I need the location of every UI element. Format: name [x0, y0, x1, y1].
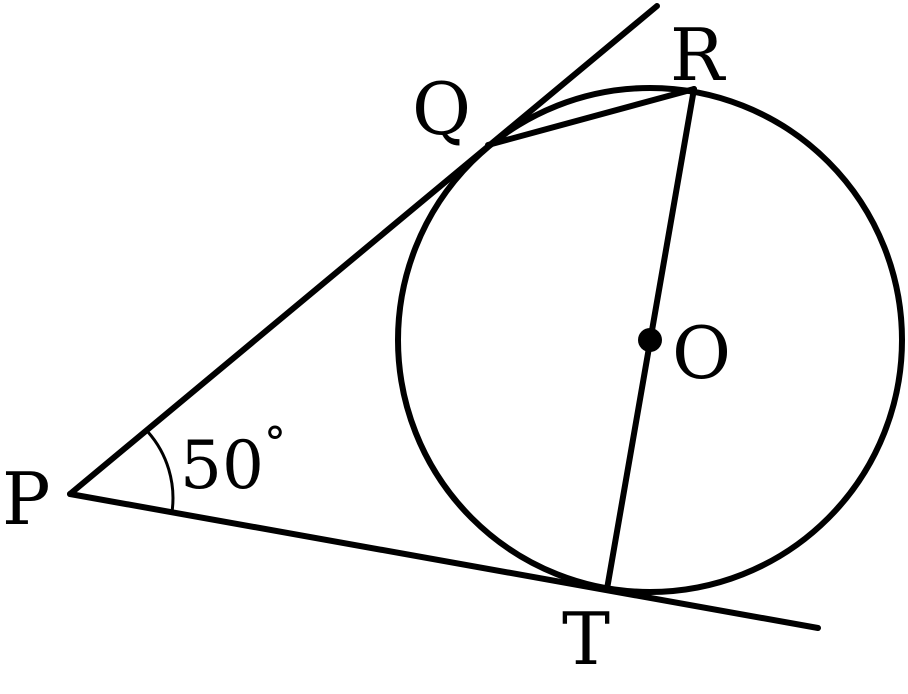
tangent-line-pt	[67, 491, 821, 631]
label-q: Q	[412, 67, 471, 151]
center-point-o	[638, 328, 662, 352]
tangent-line-pq	[67, 3, 660, 497]
chord-qr	[485, 86, 697, 148]
circle	[395, 85, 905, 595]
label-o: O	[672, 311, 731, 395]
label-t: T	[562, 597, 610, 681]
angle-unit: °	[264, 418, 286, 469]
angle-label-p: 50°	[180, 418, 286, 504]
angle-value: 50	[180, 427, 264, 504]
label-p: P	[2, 457, 50, 541]
label-r: R	[670, 13, 726, 97]
angle-arc-p	[146, 431, 175, 513]
